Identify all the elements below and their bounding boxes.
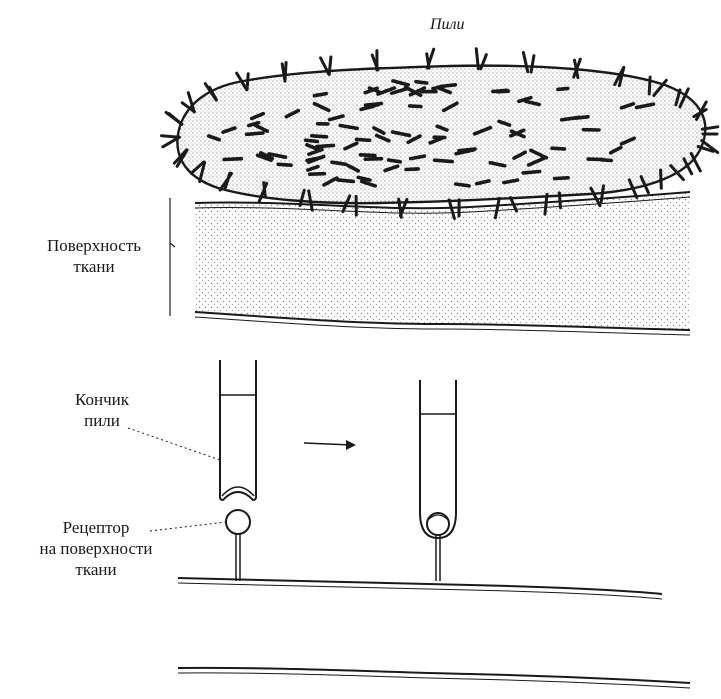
pilus-inner [278, 164, 291, 165]
leader-lines [128, 428, 226, 531]
pilus-inner [601, 160, 611, 161]
pilus-inner [498, 91, 509, 92]
pilus-outer [247, 74, 248, 90]
pilus-inner [440, 85, 455, 87]
pilus-inner [416, 82, 427, 83]
label-tissue-surface-line2: ткани [24, 256, 164, 277]
pilus-outer [661, 170, 662, 188]
pilus-inner [459, 149, 475, 151]
bacterium [162, 49, 718, 219]
label-receptor-line1: Рецептор [14, 517, 178, 538]
pilus-inner [435, 160, 453, 161]
pilus-outer [166, 112, 182, 124]
pilus-tip-left [220, 360, 256, 500]
pilus-inner [310, 174, 325, 175]
pilus-inner [411, 156, 425, 159]
pilus-inner [365, 159, 381, 160]
pilus-outer [649, 77, 650, 94]
pilus-outer [545, 194, 547, 214]
label-tissue-surface-line1: Поверхность [24, 235, 164, 256]
label-receptor: Рецептор на поверхности ткани [14, 517, 178, 580]
pilus-inner [360, 155, 375, 156]
tissue-surface [195, 192, 690, 335]
label-tissue-surface: Поверхность ткани [24, 235, 164, 277]
label-receptor-line2: на поверхности [14, 538, 178, 559]
tissue-bracket [170, 198, 175, 316]
receptor-left [226, 510, 250, 581]
pilus-inner [306, 140, 318, 141]
pilus-outer [264, 183, 266, 197]
pilus-inner [552, 148, 565, 149]
pilus-inner [576, 117, 588, 118]
pilus-inner [558, 88, 568, 89]
pilus-inner [332, 162, 346, 164]
pilus-inner [317, 145, 334, 146]
receptor-head-right [427, 513, 449, 535]
label-pili: Пили [430, 14, 465, 35]
label-pilus-tip: Кончик пили [52, 389, 152, 431]
leader-pilus-tip [128, 428, 220, 460]
membrane-lower [178, 668, 690, 688]
pilus-inner [389, 160, 401, 162]
pilus-inner [504, 180, 518, 183]
pilus-inner [312, 136, 327, 137]
membrane-upper [178, 578, 662, 599]
transition-arrow [304, 440, 356, 450]
label-pilus-tip-line2: пили [52, 410, 152, 431]
pilus-inner [224, 159, 241, 160]
pilus-inner [406, 169, 418, 170]
pilus-inner [314, 94, 326, 96]
pilus-inner [456, 184, 469, 186]
pilus-inner [555, 178, 569, 179]
pilus-inner [338, 180, 353, 182]
pilus-outer [285, 63, 286, 82]
pilus-inner [357, 139, 370, 140]
pilus-inner [410, 106, 421, 107]
pilus-inner [247, 133, 263, 134]
label-receptor-line3: ткани [14, 559, 178, 580]
pilus-outer [476, 49, 478, 69]
pilus-tube-left [220, 360, 256, 500]
receptor-head-left [226, 510, 250, 534]
pilus-outer [559, 193, 560, 208]
pilus-outer [329, 57, 331, 74]
label-pilus-tip-line1: Кончик [52, 389, 152, 410]
pilus-inner [523, 172, 539, 173]
receptor-right [427, 513, 449, 581]
